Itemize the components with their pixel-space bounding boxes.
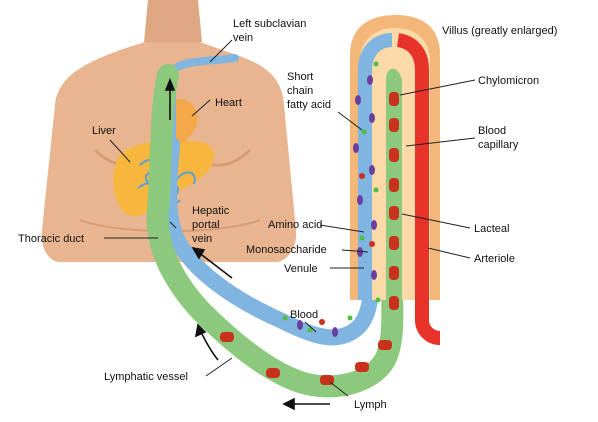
- blood-capillary-band: [358, 33, 393, 300]
- label-chylomicron: Chylomicron: [478, 75, 539, 87]
- arteriole-band: [396, 33, 441, 345]
- flow-arrows: [164, 77, 330, 411]
- chylomicron-cells: [220, 92, 399, 385]
- thoracic-duct: [146, 64, 404, 398]
- leader-lines: [104, 39, 476, 397]
- hepatic-portal-vein: [161, 52, 380, 346]
- label-villus: Villus (greatly enlarged): [442, 25, 557, 37]
- label-hepatic-portal-vein: Hepatic portal vein: [192, 205, 232, 245]
- label-amino-acid: Amino acid: [268, 219, 322, 231]
- label-liver: Liver: [92, 125, 116, 137]
- label-lacteal: Lacteal: [474, 223, 509, 235]
- label-monosaccharide: Monosaccharide: [246, 244, 327, 256]
- label-lymphatic-vessel: Lymphatic vessel: [104, 371, 188, 383]
- label-blood-capillary: Blood capillary: [478, 125, 519, 151]
- arrow-portal: [197, 251, 233, 279]
- neck: [144, 0, 202, 42]
- label-venule: Venule: [284, 263, 318, 275]
- nutrient-particles: [282, 61, 381, 337]
- labels: Left subclavian vein Heart Liver Short c…: [18, 18, 557, 411]
- label-short-chain-fatty-acid: Short chain fatty acid: [287, 71, 331, 111]
- label-arteriole: Arteriole: [474, 253, 515, 265]
- label-thoracic-duct: Thoracic duct: [18, 233, 84, 245]
- label-left-subclavian-vein: Left subclavian vein: [233, 18, 309, 44]
- label-heart: Heart: [215, 97, 242, 109]
- label-blood: Blood: [290, 309, 318, 321]
- label-lymph: Lymph: [354, 399, 387, 411]
